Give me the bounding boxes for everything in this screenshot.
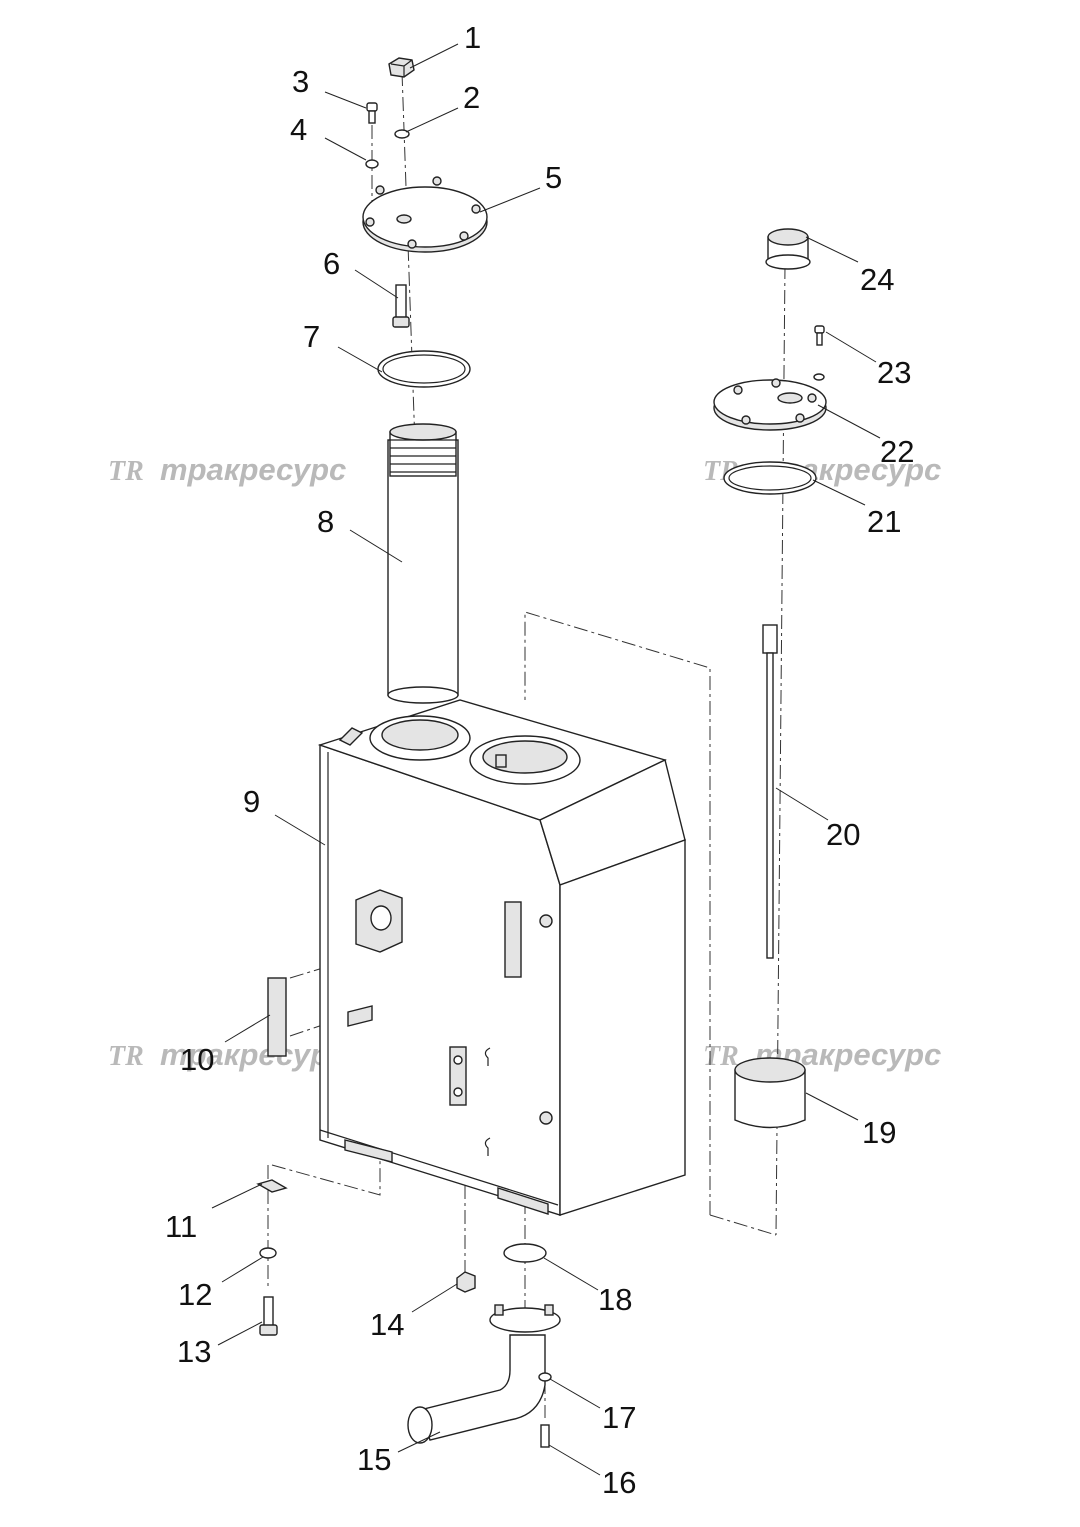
callout-21: 21 xyxy=(867,504,901,539)
callout-23: 23 xyxy=(877,355,911,390)
part-24-level-sender xyxy=(765,228,811,270)
leader-lines xyxy=(211,43,881,1476)
watermark-mid-left: TR тракресурс xyxy=(108,1037,346,1072)
callout-15: 15 xyxy=(357,1442,391,1477)
callout-3: 3 xyxy=(292,64,309,99)
part-9-tank xyxy=(317,699,686,1216)
callout-9: 9 xyxy=(243,784,260,819)
callout-labels: 1 2 3 4 5 6 7 8 9 10 11 12 13 14 15 16 1… xyxy=(165,20,914,1500)
part-12-washer xyxy=(259,1247,277,1259)
part-8-filler-neck xyxy=(387,423,459,704)
part-7-o-ring xyxy=(377,350,471,388)
watermark-top-left: TR тракресурс xyxy=(108,452,346,487)
watermark-text: тракресурс xyxy=(160,1037,346,1072)
callout-8: 8 xyxy=(317,504,334,539)
callout-4: 4 xyxy=(290,112,307,147)
watermark-text: тракресурс xyxy=(160,452,346,487)
callout-7: 7 xyxy=(303,319,320,354)
part-4-washer xyxy=(365,159,379,169)
callout-11: 11 xyxy=(165,1209,197,1244)
watermark-logo: TR xyxy=(108,1041,144,1072)
part-13-bolt xyxy=(259,1296,278,1336)
part-21-gasket-ring xyxy=(723,461,817,495)
callout-16: 16 xyxy=(602,1465,636,1500)
callout-1: 1 xyxy=(464,20,481,55)
callout-18: 18 xyxy=(598,1282,632,1317)
part-5-cover-plate xyxy=(362,176,488,253)
part-2-seal-ring xyxy=(394,129,410,139)
part-11-clip xyxy=(256,1179,288,1193)
axis-filler-neck xyxy=(401,71,416,446)
part-19-float xyxy=(734,1057,806,1129)
watermark-logo: TR xyxy=(703,1041,739,1072)
part-20-level-rod xyxy=(762,624,778,959)
callout-24: 24 xyxy=(860,262,894,297)
callout-10: 10 xyxy=(180,1042,214,1077)
callout-19: 19 xyxy=(862,1115,896,1150)
callout-17: 17 xyxy=(602,1400,636,1435)
part-18-o-ring xyxy=(503,1243,547,1263)
callout-2: 2 xyxy=(463,80,480,115)
part-23-bolt xyxy=(813,325,825,381)
callout-14: 14 xyxy=(370,1307,404,1342)
part-15-outlet-elbow xyxy=(407,1304,561,1444)
part-6-stud xyxy=(392,284,410,328)
part-3-bolt xyxy=(366,102,378,124)
part-10-strap xyxy=(267,977,373,1057)
callout-13: 13 xyxy=(177,1334,211,1369)
callout-22: 22 xyxy=(880,434,914,469)
part-14-drain-plug xyxy=(456,1271,476,1293)
callout-12: 12 xyxy=(178,1277,212,1312)
watermark-logo: TR xyxy=(108,456,144,487)
part-1-cap-nut xyxy=(388,57,415,78)
part-16-screw xyxy=(540,1424,550,1448)
part-17-washer xyxy=(538,1372,552,1382)
callout-5: 5 xyxy=(545,160,562,195)
callout-6: 6 xyxy=(323,246,340,281)
part-22-sender-flange xyxy=(713,378,827,431)
callout-20: 20 xyxy=(826,817,860,852)
